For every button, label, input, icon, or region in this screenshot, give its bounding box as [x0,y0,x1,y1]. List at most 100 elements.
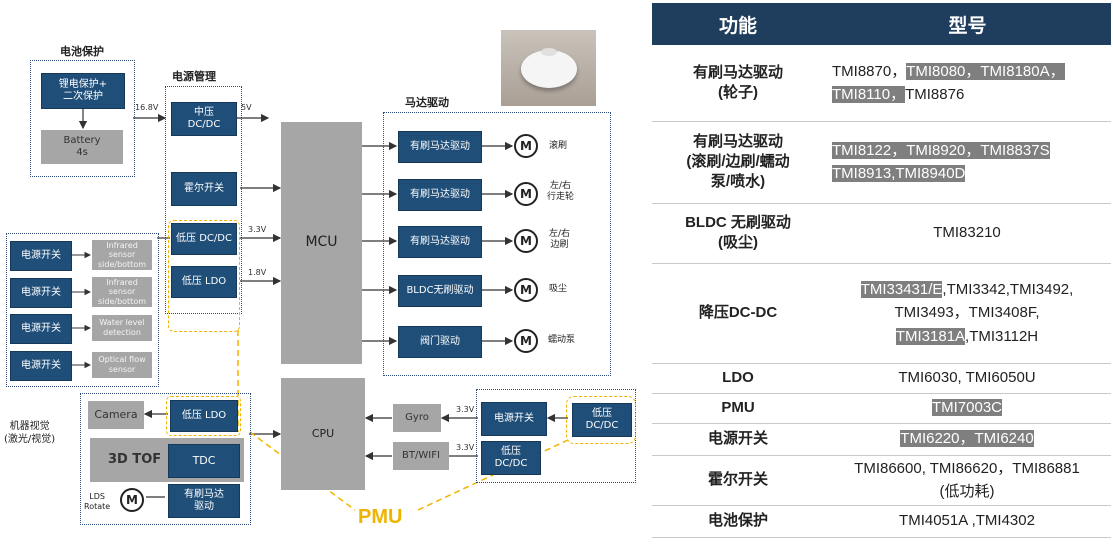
power-mgmt-group [165,86,242,314]
vision-label: 机器视觉 (激光/视觉) [4,421,56,445]
low-dcdc-box: 低压 DC/DC [171,223,237,255]
sensor-water-level: Water level detection [92,315,152,341]
sensor-power-switch-2: 电源开关 [10,278,72,308]
model-highlight: TMI3181A [895,327,966,345]
brush-drive-box-2: 有刷马达驱动 [398,179,482,211]
voltage-5v: 5V [241,103,252,112]
model-cell: TMI7003C [824,393,1111,424]
sensor-arrows [70,251,92,369]
battery-group [30,60,135,177]
motor-label-wheel: 左/右 行走轮 [547,181,575,203]
sensor-infrared-1: Infrared sensor side/bottom [92,240,152,270]
voltage-3-3: 3.3V [248,225,267,234]
motor-group-title: 马达驱动 [405,96,449,109]
model-cell: TMI8122，TMI8920，TMI8837S TMI8913,TMI8940D [824,121,1111,204]
table-row: 有刷马达驱动 (滚刷/边刷/蠕动 泵/喷水) TMI8122，TMI8920，T… [652,121,1111,204]
model-cell: TMI4051A ,TMI4302 [824,505,1111,538]
brush-drive-box-1: 有刷马达驱动 [398,131,482,163]
func-cell: PMU [652,393,824,424]
sensor-group [6,233,159,387]
table-row: 降压DC-DC TMI33431/E,TMI3342,TMI3492, TMI34… [652,263,1111,364]
motor-icon-5: M [514,329,538,353]
model-highlight: TMI8122，TMI8920，TMI8837S [832,141,1050,159]
camera-box: Camera [88,401,144,429]
hall-switch-box: 霍尔开关 [171,172,237,206]
header-function: 功能 [652,3,824,45]
lds-rotate-label: LDS Rotate [84,492,111,511]
func-cell: 电池保护 [652,505,824,538]
battery-group-title: 电池保护 [60,45,104,58]
voltage-16-8: 16.8V [135,103,159,112]
model-text: TMI3493，TMI3408F, [894,304,1040,322]
table-row: LDO TMI6030, TMI6050U [652,363,1111,394]
motor-label-side-brush: 左/右 边刷 [549,229,571,251]
motor-label-pump: 蠕动泵 [548,335,576,345]
model-highlight: TMI8110， [832,85,906,103]
sensor-power-switch-3: 电源开关 [10,314,72,344]
model-text: ,TMI3342,TMI3492, [942,281,1074,299]
cpu-low-dcdc-box: 低压 DC/DC [481,441,541,475]
sensor-optical-flow: Optical flow sensor [92,352,152,378]
robot-photo [501,30,596,106]
func-cell: 有刷马达驱动 (轮子) [652,45,824,122]
func-cell: LDO [652,363,824,394]
func-cell: 电源开关 [652,423,824,456]
brush-drive-box-3: 有刷马达驱动 [398,226,482,258]
model-cell: TMI6030, TMI6050U [824,363,1111,394]
product-table: 功能 型号 有刷马达驱动 (轮子) TMI8870，TMI8080，TMI818… [652,3,1111,538]
valve-drive-box: 阀门驱动 [398,326,482,358]
func-cell: 霍尔开关 [652,455,824,506]
sensor-power-switch-1: 电源开关 [10,241,72,271]
model-text: TMI8876 [905,85,965,103]
motor-icon-4: M [514,278,538,302]
pmu-region-right [566,396,636,444]
sensor-infrared-2: Infrared sensor side/bottom [92,277,152,307]
pmu-region-camera [166,396,241,436]
bldc-drive-box: BLDC无刷驱动 [398,275,482,307]
li-protect-box: 锂电保护+ 二次保护 [41,73,125,109]
pmu-region-left [168,220,240,332]
cpu-power-switch-box: 电源开关 [481,402,547,436]
cpu-box: CPU [281,378,365,490]
model-highlight: TMI33431/E [860,281,943,299]
motor-icon-3: M [514,229,538,253]
model-cell: TMI8870，TMI8080，TMI8180A，TMI8110，TMI8876 [824,45,1111,122]
motor-icon-2: M [514,182,538,206]
model-highlight: TMI8913,TMI8940D [832,165,966,182]
voltage-3-3-gyro: 3.3V [456,405,475,414]
model-text: TMI86600, TMI86620，TMI86881 [854,459,1080,477]
vision-group [80,393,251,525]
table-row: 霍尔开关 TMI86600, TMI86620，TMI86881 (低功耗) [652,455,1111,506]
header-model: 型号 [824,3,1111,45]
table-row: 电源开关 TMI6220，TMI6240 [652,423,1111,456]
model-cell: TMI86600, TMI86620，TMI86881 (低功耗) [824,455,1111,506]
func-cell: 降压DC-DC [652,263,824,364]
table-row: 有刷马达驱动 (轮子) TMI8870，TMI8080，TMI8180A，TMI… [652,45,1111,122]
camera-ldo-box: 低压 LDO [170,400,238,432]
model-highlight: TMI8080，TMI8180A， [906,62,1065,80]
model-cell: TMI33431/E,TMI3342,TMI3492, TMI3493，TMI34… [824,263,1111,364]
motor-label-suction: 吸尘 [549,284,568,294]
btwifi-box: BT/WIFI [393,442,449,470]
model-text: (低功耗) [939,483,995,500]
motor-icon-1: M [514,134,538,158]
motor-group [383,112,611,376]
pmu-label: PMU [358,506,403,528]
sensor-power-switch-4: 电源开关 [10,351,72,381]
table-row: BLDC 无刷驱动 (吸尘) TMI83210 [652,203,1111,264]
table-row: PMU TMI7003C [652,393,1111,424]
func-cell: BLDC 无刷驱动 (吸尘) [652,203,824,264]
voltage-1-8: 1.8V [248,268,267,277]
model-text: TMI8870， [832,62,907,80]
tdc-box: TDC [168,444,240,478]
model-highlight: TMI7003C [931,399,1003,417]
mcu-box: MCU [281,122,362,364]
model-cell: TMI6220，TMI6240 [824,423,1111,456]
func-cell: 有刷马达驱动 (滚刷/边刷/蠕动 泵/喷水) [652,121,824,204]
low-ldo-box: 低压 LDO [171,266,237,298]
model-text: ,TMI3112H [965,327,1039,345]
motor-label-roller: 滚刷 [549,141,568,151]
lds-drive-box: 有刷马达 驱动 [168,484,240,518]
battery-box: Battery 4s [41,130,123,164]
lds-motor-icon: M [120,488,144,512]
